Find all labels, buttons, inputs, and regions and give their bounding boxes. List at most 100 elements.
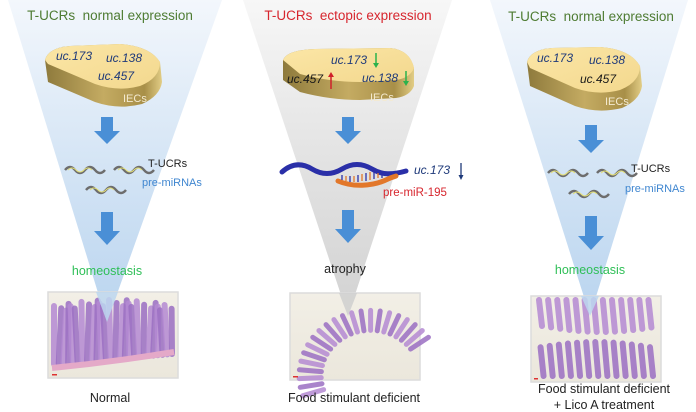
villus-mark xyxy=(619,340,629,379)
villus-mark xyxy=(403,328,425,347)
villus-mark xyxy=(387,313,402,337)
villus-mark xyxy=(381,310,393,335)
villus-mark xyxy=(305,342,330,357)
rna-duplex xyxy=(279,162,409,188)
uc457-label: uc.457 xyxy=(287,72,324,86)
villus-mark xyxy=(145,305,155,359)
villus-mark xyxy=(574,339,584,379)
down-arrow-2 xyxy=(578,216,604,250)
iec-label: IECs xyxy=(605,96,629,108)
uc457-label: uc.457 xyxy=(580,72,617,86)
iec-cell: uc.173 uc.138 uc.457 IECs xyxy=(45,44,162,107)
outcome-label: homeostasis xyxy=(555,263,625,277)
villus-mark xyxy=(323,322,343,343)
iec-cell: uc.173 uc.457 uc.138 IECs xyxy=(283,48,414,104)
muscle-layer xyxy=(51,349,175,371)
outcome-label: homeostasis xyxy=(72,264,142,278)
villus-mark xyxy=(96,300,105,363)
villus-mark xyxy=(117,303,127,362)
villus-mark xyxy=(592,339,602,379)
villus-mark xyxy=(545,297,555,331)
villus-mark xyxy=(300,387,327,399)
villus-mark xyxy=(339,313,354,337)
villus-mark xyxy=(636,297,646,332)
down-arrow-1 xyxy=(578,125,604,153)
duplex-uc173-label: uc.173 xyxy=(414,163,450,177)
panel-title: T-UCRs ectopic expression xyxy=(264,8,431,23)
down-arrow-2 xyxy=(94,212,120,245)
villus-mark xyxy=(296,367,324,375)
uc138-label: uc.138 xyxy=(362,71,398,85)
villus-mark xyxy=(161,302,171,358)
villus-mark xyxy=(71,305,81,365)
premirnas-label: pre-miRNAs xyxy=(142,177,202,189)
villus-mark xyxy=(537,344,547,379)
villus-mark xyxy=(301,350,327,363)
rna-strands xyxy=(64,165,155,195)
villus-mark xyxy=(316,328,338,347)
villus-mark xyxy=(349,310,360,335)
villus-mark xyxy=(610,339,620,379)
villus-mark xyxy=(628,341,638,379)
villus-mark xyxy=(298,358,325,369)
down-arrow-2 xyxy=(335,210,361,243)
villus-mark xyxy=(601,339,611,379)
villus-mark xyxy=(133,298,142,360)
villus-mark xyxy=(618,297,628,334)
uc173-label: uc.173 xyxy=(56,49,92,63)
villus-mark xyxy=(128,303,138,361)
villus-mark xyxy=(583,339,593,379)
villus-mark xyxy=(563,297,573,333)
tissue-image-treated xyxy=(530,295,662,383)
villus-mark xyxy=(88,303,98,364)
villus-mark xyxy=(157,307,166,358)
iec-label: IECs xyxy=(123,93,147,105)
iec-label: IECs xyxy=(370,92,394,104)
uc138-label: uc.138 xyxy=(589,53,625,67)
villus-mark xyxy=(331,317,348,340)
premir195-label: pre-miR-195 xyxy=(383,187,447,199)
villus-mark xyxy=(555,341,565,379)
rna-strands xyxy=(547,168,638,199)
villus-mark xyxy=(536,297,545,329)
villus-mark xyxy=(554,297,564,332)
villus-mark xyxy=(84,301,93,365)
tissue-image-normal xyxy=(47,291,179,379)
villus-mark xyxy=(393,317,410,340)
panel-title: T-UCRs normal expression xyxy=(508,9,674,24)
uc457-label: uc.457 xyxy=(98,69,135,83)
villus-mark xyxy=(112,300,120,362)
down-arrow-1 xyxy=(335,117,361,144)
villus-mark xyxy=(99,303,109,363)
iec-cell: uc.173 uc.138 uc.457 IECs xyxy=(527,47,642,111)
uc138-label: uc.138 xyxy=(106,51,142,65)
villus-mark xyxy=(358,308,367,334)
villus-mark xyxy=(599,297,609,335)
villus-mark xyxy=(627,297,637,334)
villus-mark xyxy=(67,303,76,366)
uc173-label: uc.173 xyxy=(537,51,573,65)
panel-normal: T-UCRs normal expression uc.173 uc.138 u… xyxy=(27,8,202,405)
villus-mark xyxy=(608,297,618,335)
funnel-tip-treated xyxy=(581,296,599,316)
outcome-label: atrophy xyxy=(324,262,366,276)
tissue-image-atrophy xyxy=(289,292,431,399)
villus-mark xyxy=(297,381,325,390)
villus-mark xyxy=(564,340,574,379)
caption-line-2: + Lico A treatment xyxy=(554,398,655,412)
caption: Food stimulant deficient xyxy=(538,382,671,396)
villus-mark xyxy=(310,334,334,352)
panel-treated: T-UCRs normal expression uc.173 uc.138 u… xyxy=(508,9,685,412)
villus-mark xyxy=(647,344,656,379)
villus-mark xyxy=(398,322,418,343)
uc173-label: uc.173 xyxy=(331,53,367,67)
villus-mark xyxy=(374,308,383,334)
caption: Food stimulant deficient xyxy=(288,391,421,405)
funnel-tip-ectopic xyxy=(339,293,357,316)
panel-ectopic: T-UCRs ectopic expression uc.173 uc.457 … xyxy=(264,8,464,405)
premirnas-label: pre-miRNAs xyxy=(625,183,685,195)
tucrs-label: T-UCRs xyxy=(148,158,188,170)
villus-mark xyxy=(581,297,591,335)
villus-mark xyxy=(78,298,86,365)
